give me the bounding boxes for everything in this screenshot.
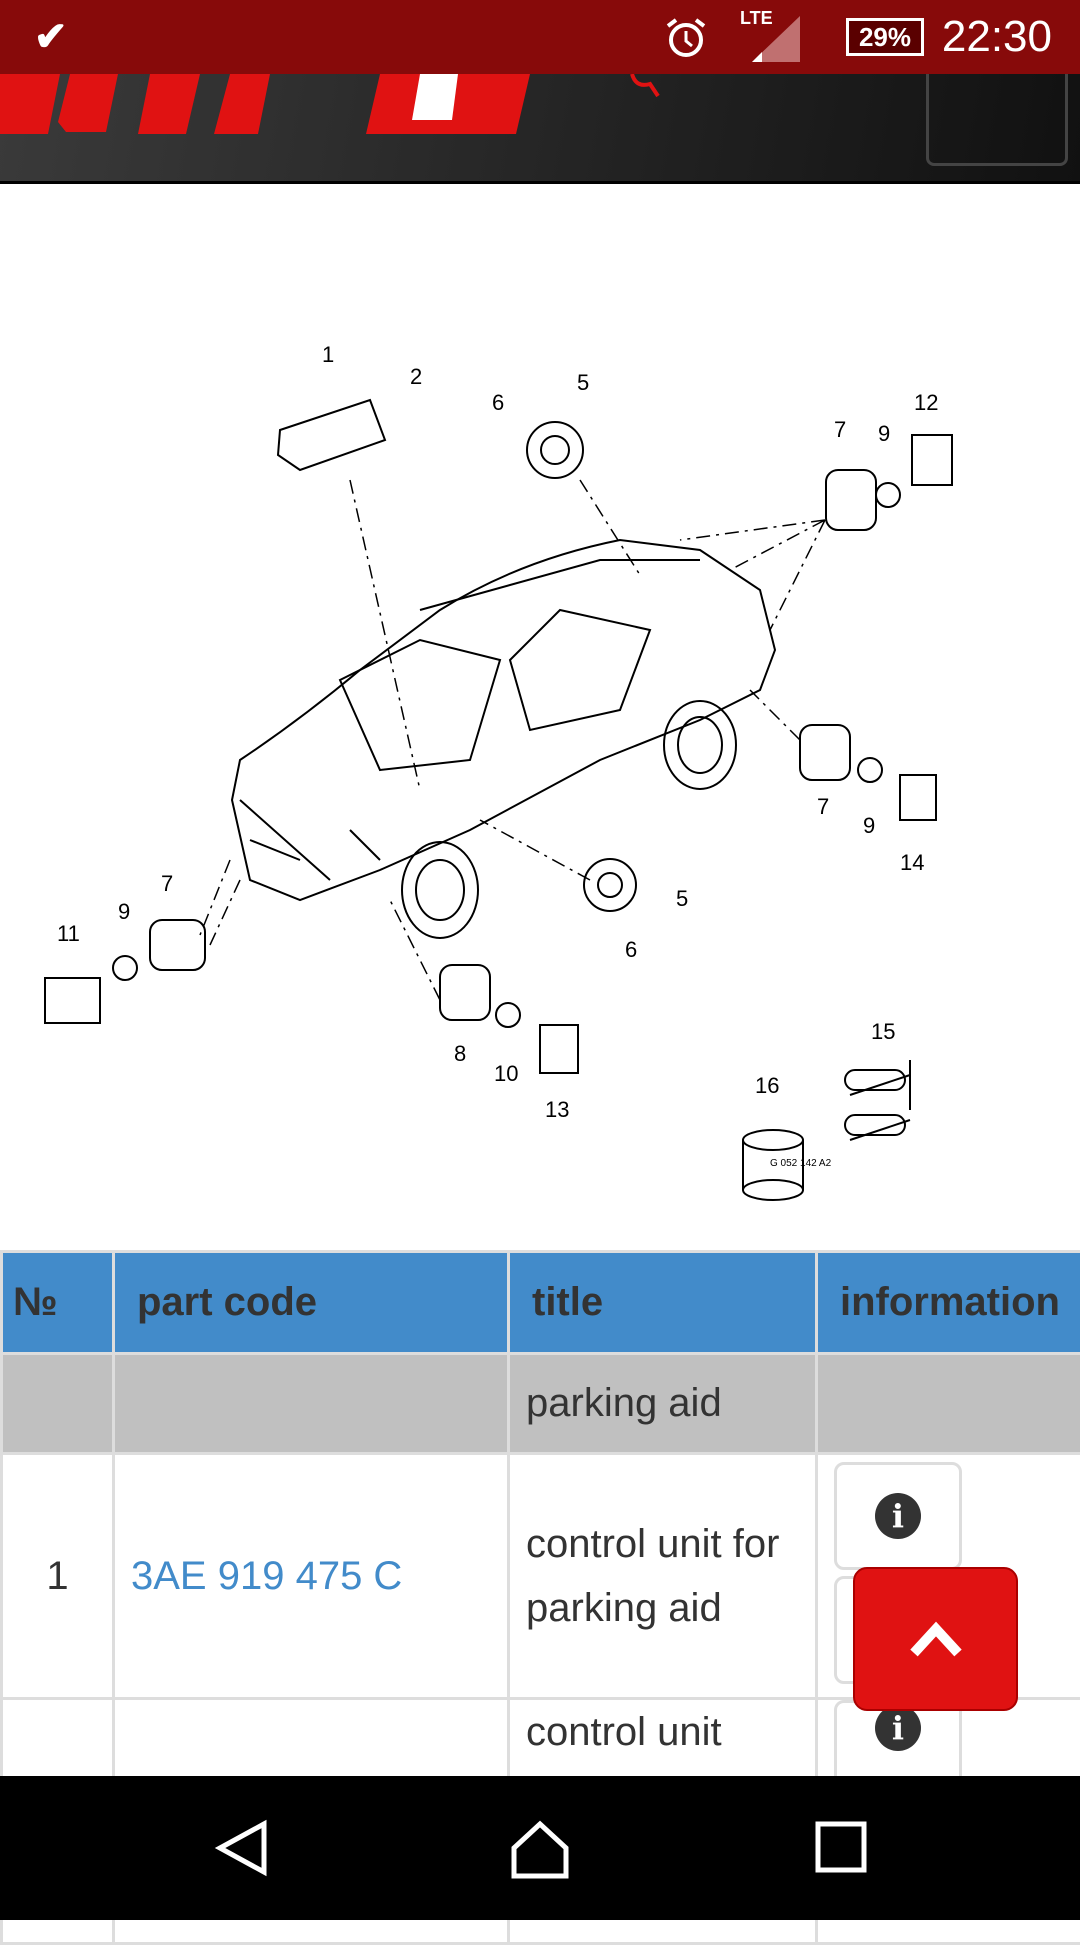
- callout-label: 1: [322, 342, 334, 367]
- part-code-link[interactable]: 3AE 919 475 C: [131, 1554, 402, 1598]
- callout-label: 16: [755, 1073, 779, 1098]
- row-number: 1: [2, 1454, 114, 1699]
- home-icon[interactable]: [508, 1818, 572, 1882]
- status-bar: ✔ LTE 29% 22:30: [0, 0, 1080, 74]
- callout-label: 12: [914, 390, 938, 415]
- clock: 22:30: [942, 12, 1052, 62]
- header-information: information: [817, 1252, 1080, 1354]
- chevron-up-icon: [908, 1621, 964, 1657]
- car-body: [232, 540, 775, 900]
- callout-label: 7: [161, 871, 173, 896]
- signal-icon: [752, 16, 800, 62]
- callout-label: 7: [817, 794, 829, 819]
- table-header: № part code title information: [2, 1252, 1080, 1354]
- callout-label: 5: [676, 886, 688, 911]
- recents-icon[interactable]: [814, 1818, 870, 1874]
- group-title: parking aid: [509, 1354, 817, 1454]
- callout-label: 7: [834, 417, 846, 442]
- stamp-text: G 052 142 A2: [770, 1158, 832, 1169]
- scroll-to-top-button[interactable]: [853, 1567, 1018, 1711]
- callout-label: 9: [863, 813, 875, 838]
- callout-label: 9: [878, 421, 890, 446]
- header-title: title: [509, 1252, 817, 1354]
- callout-label: 8: [454, 1041, 466, 1066]
- parts-diagram: G 052 142 A2 1 2 5 6 7 9 12 7 9 14 5 6 7…: [0, 184, 1080, 1250]
- callout-label: 2: [410, 364, 422, 389]
- callout-label: 15: [871, 1019, 895, 1044]
- navigation-bar: [0, 1776, 1080, 1920]
- group-row: parking aid: [2, 1354, 1080, 1454]
- download-done-icon: ✔: [34, 14, 68, 60]
- battery-indicator: 29%: [846, 18, 924, 56]
- parking-aid-illustration: G 052 142 A2 1 2 5 6 7 9 12 7 9 14 5 6 7…: [0, 184, 1080, 1250]
- callout-label: 6: [625, 937, 637, 962]
- search-icon[interactable]: [628, 74, 668, 104]
- callout-label: 9: [118, 899, 130, 924]
- callout-label: 10: [494, 1061, 518, 1086]
- callout-label: 13: [545, 1097, 569, 1122]
- header-num: №: [2, 1252, 114, 1354]
- info-button[interactable]: i: [834, 1462, 962, 1570]
- callout-label: 14: [900, 850, 924, 875]
- back-icon[interactable]: [212, 1818, 272, 1878]
- callout-label: 6: [492, 390, 504, 415]
- info-icon: i: [875, 1705, 921, 1751]
- info-icon: i: [875, 1493, 921, 1539]
- callout-label: 11: [57, 921, 80, 946]
- part-title: control unit for parking aid: [509, 1454, 817, 1699]
- callout-label: 5: [577, 370, 589, 395]
- alarm-icon: [664, 16, 708, 60]
- site-header: [0, 74, 1080, 184]
- site-logo[interactable]: [0, 74, 560, 144]
- menu-button[interactable]: [926, 74, 1068, 166]
- header-part-code: part code: [114, 1252, 509, 1354]
